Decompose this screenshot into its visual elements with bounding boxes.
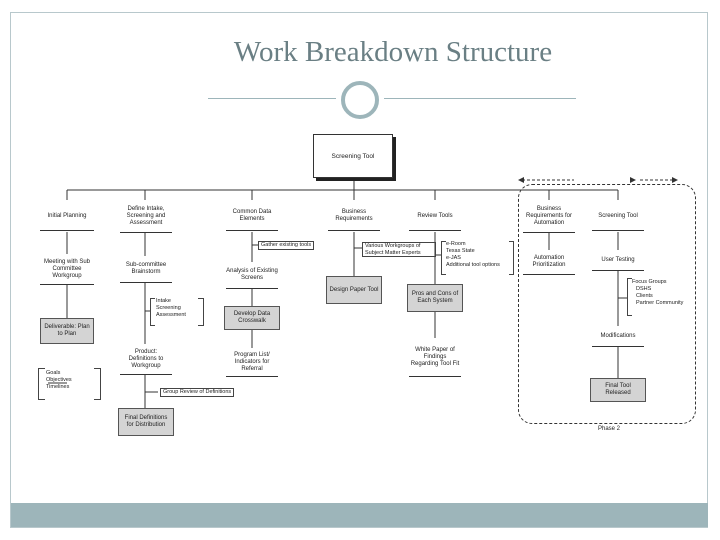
node-product-definitions-label: Product: Definitions to Workgroup xyxy=(128,348,164,369)
node-user-testing-label: User Testing xyxy=(601,256,635,263)
note-goals: Goals xyxy=(46,370,61,376)
note-texas-state: Texas State xyxy=(446,248,475,254)
slide-frame xyxy=(10,12,708,528)
node-review-tools: Review Tools xyxy=(407,202,463,230)
node-business-requirements-automation-label: Business Requirements for Automation xyxy=(525,205,573,226)
note-objectives: Objectives xyxy=(46,377,72,383)
node-initial-planning-label: Initial Planning xyxy=(47,212,87,219)
decorative-circle xyxy=(341,81,379,119)
node-business-requirements-label: Business Requirements xyxy=(335,209,373,222)
node-business-requirements-automation: Business Requirements for Automation xyxy=(521,200,577,232)
note-eroom: e-Room xyxy=(446,241,466,247)
bracket-tools-right xyxy=(509,241,514,275)
phase-arrowhead-left xyxy=(518,177,524,183)
phase-2-label: Phase 2 xyxy=(598,426,621,432)
node-screening-tool-label: Screening Tool xyxy=(598,212,638,219)
node-deliverable-plan: Deliverable: Plan to Plan xyxy=(40,318,94,344)
node-design-paper-tool-label: Design Paper Tool xyxy=(329,286,379,293)
node-screening-tool: Screening Tool xyxy=(590,202,646,230)
page-title: Work Breakdown Structure xyxy=(233,36,553,68)
node-program-list-label: Program List/ Indicators for Referral xyxy=(234,351,270,372)
underline xyxy=(328,230,380,231)
node-final-tool-released: Final Tool Released xyxy=(590,378,646,402)
note-additional-tools: Additional tool options xyxy=(446,262,500,268)
node-white-paper-label: White Paper of Findings Regarding Tool F… xyxy=(410,346,460,367)
note-workgroups: Various Workgroups of Subject Matter Exp… xyxy=(362,242,436,257)
node-meeting-subcommittee-label: Meeting with Sub Committee Workgroup xyxy=(43,258,91,279)
note-focus-groups: Focus Groups xyxy=(632,279,667,285)
node-user-testing: User Testing xyxy=(590,250,646,270)
node-final-tool-released-label: Final Tool Released xyxy=(605,383,631,396)
node-automation-prioritization-label: Automation Prioritization xyxy=(532,255,566,268)
node-white-paper: White Paper of Findings Regarding Tool F… xyxy=(407,338,463,376)
underline xyxy=(226,230,278,231)
node-design-paper-tool: Design Paper Tool xyxy=(326,276,382,304)
node-modifications-label: Modifications xyxy=(600,332,636,339)
node-modifications: Modifications xyxy=(590,326,646,346)
underline xyxy=(592,230,644,231)
node-data-crosswalk-label: Develop Data Crosswalk xyxy=(233,311,271,324)
node-product-definitions: Product: Definitions to Workgroup xyxy=(118,344,174,374)
phase-arrowhead-right xyxy=(672,177,678,183)
note-screening: Screening xyxy=(156,305,181,311)
title-divider-left xyxy=(208,98,336,99)
underline xyxy=(226,288,278,289)
node-define-intake-label: Define Intake, Screening and Assessment xyxy=(126,205,166,226)
node-common-data-elements-label: Common Data Elements xyxy=(232,209,272,222)
node-pros-cons: Pros and Cons of Each System xyxy=(407,284,463,312)
node-final-definitions-label: Final Definitions for Distribution xyxy=(124,415,168,428)
root-node: Screening Tool xyxy=(313,134,393,178)
node-program-list: Program List/ Indicators for Referral xyxy=(224,348,280,376)
underline xyxy=(40,230,94,231)
bracket-goals-right xyxy=(94,368,101,400)
node-deliverable-plan-label: Deliverable: Plan to Plan xyxy=(44,324,90,337)
root-node-label: Screening Tool xyxy=(331,152,375,160)
note-timelines: Timelines xyxy=(46,384,70,390)
underline xyxy=(409,376,461,377)
note-partner-community: Partner Community xyxy=(636,300,684,306)
phase-arrowhead-right-inner xyxy=(630,177,636,183)
node-subcommittee-brainstorm-label: Sub-committee Brainstorm xyxy=(125,262,167,275)
note-ejas: e-JAS xyxy=(446,255,461,261)
underline xyxy=(40,284,94,285)
bracket-focus-left xyxy=(627,278,632,316)
node-final-definitions: Final Definitions for Distribution xyxy=(118,408,174,436)
underline xyxy=(120,374,172,375)
node-automation-prioritization: Automation Prioritization xyxy=(521,250,577,274)
note-group-review: Group Review of Definitions xyxy=(160,388,235,397)
underline xyxy=(120,232,172,233)
underline xyxy=(523,274,575,275)
node-meeting-subcommittee: Meeting with Sub Committee Workgroup xyxy=(38,254,96,284)
node-common-data-elements: Common Data Elements xyxy=(224,202,280,230)
node-initial-planning: Initial Planning xyxy=(38,202,96,230)
node-pros-cons-label: Pros and Cons of Each System xyxy=(411,291,459,304)
node-define-intake: Define Intake, Screening and Assessment xyxy=(117,200,175,232)
bracket-intake-right xyxy=(198,298,204,326)
note-clients: Clients xyxy=(636,293,653,299)
note-workgroups-label: Various Workgroups of Subject Matter Exp… xyxy=(365,243,421,256)
node-review-tools-label: Review Tools xyxy=(417,212,453,219)
underline xyxy=(226,376,278,377)
bracket-tools-left xyxy=(441,241,446,275)
underline xyxy=(592,270,644,271)
title-divider-right xyxy=(384,98,576,99)
node-analysis-existing-screens-label: Analysis of Existing Screens xyxy=(226,268,278,281)
note-gather-tools: Gather existing tools xyxy=(258,241,315,250)
node-analysis-existing-screens: Analysis of Existing Screens xyxy=(224,262,280,288)
underline xyxy=(592,346,644,347)
bracket-goals xyxy=(38,368,45,400)
node-data-crosswalk: Develop Data Crosswalk xyxy=(224,306,280,330)
note-intake: Intake xyxy=(156,298,171,304)
note-dshs: DSHS xyxy=(636,286,652,292)
node-business-requirements: Business Requirements xyxy=(326,202,382,230)
phase-2-region xyxy=(518,184,696,424)
underline xyxy=(523,232,575,233)
footer-bar xyxy=(11,503,708,527)
bracket-intake-left xyxy=(150,298,155,326)
node-subcommittee-brainstorm: Sub-committee Brainstorm xyxy=(118,256,174,282)
underline xyxy=(409,230,461,231)
underline xyxy=(120,282,172,283)
note-assessment: Assessment xyxy=(156,312,186,318)
